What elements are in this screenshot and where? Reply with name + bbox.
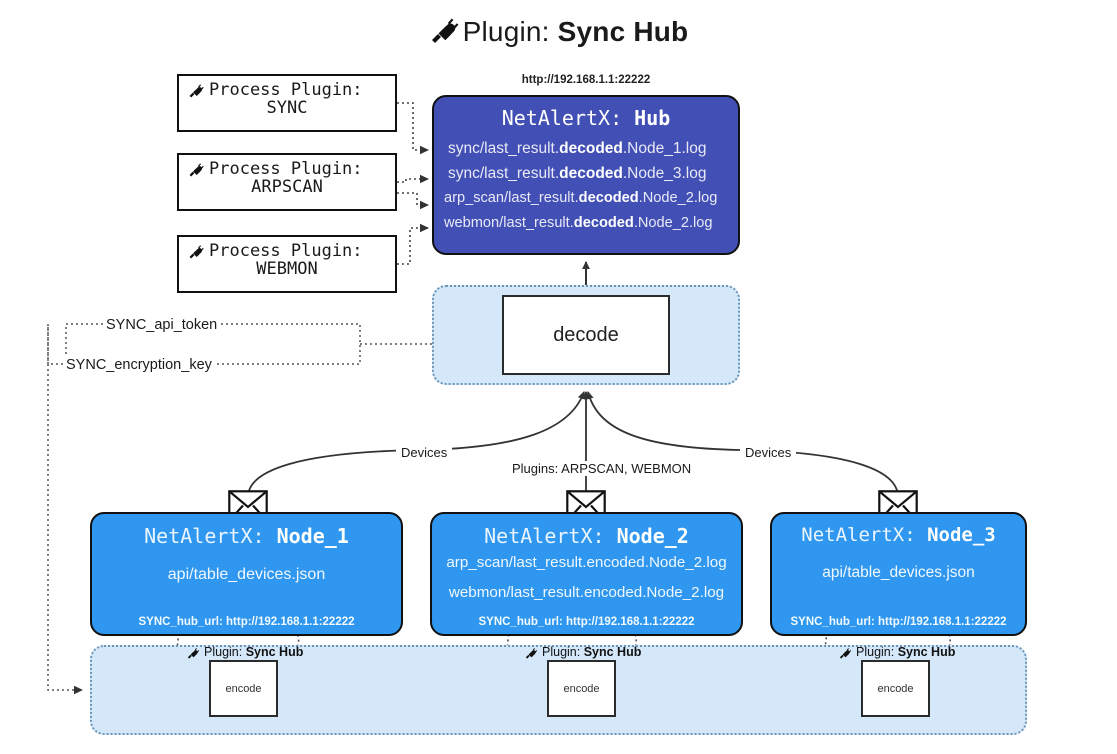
node-box-node-3[interactable]: NetAlertX: Node_3 api/table_devices.json… xyxy=(770,512,1027,636)
hub-log-line: sync/last_result.decoded.Node_1.log xyxy=(434,136,738,161)
process-plugin-webmon[interactable]: Process Plugin: WEBMON xyxy=(177,235,397,293)
node-title-prefix: NetAlertX: xyxy=(144,524,277,548)
decode-box[interactable]: decode xyxy=(502,295,670,375)
hub-log-post: .Node_2.log xyxy=(633,215,713,231)
process-plugin-line1: Process Plugin: xyxy=(209,159,363,179)
encode-caption-prefix: Plugin: xyxy=(542,645,584,659)
encode-box[interactable]: encode xyxy=(861,660,930,717)
hub-title: NetAlertX: Hub xyxy=(434,106,738,130)
label-sync-api-token: SYNC_api_token xyxy=(103,317,221,333)
hub-log-post: .Node_2.log xyxy=(638,190,718,206)
node-title: NetAlertX: Node_1 xyxy=(92,524,401,548)
hub-log-post: .Node_3.log xyxy=(622,165,707,182)
process-plugin-label: Process Plugin: xyxy=(179,241,395,261)
node-title: NetAlertX: Node_3 xyxy=(772,524,1025,546)
hub-log-pre: arp_scan/last_result. xyxy=(444,190,579,206)
process-plugin-line1: Process Plugin: xyxy=(209,80,363,100)
hub-log-line: webmon/last_result.decoded.Node_2.log xyxy=(434,211,738,236)
hub-log-mid: decoded xyxy=(573,215,634,231)
page-title-prefix: Plugin: xyxy=(462,16,558,47)
hub-log-pre: sync/last_result. xyxy=(448,165,560,182)
hub-log-mid: decoded xyxy=(559,140,623,157)
process-plugin-line2: WEBMON xyxy=(256,258,318,279)
page-title: Plugin: Sync Hub xyxy=(0,16,1117,51)
hub-log-line: arp_scan/last_result.decoded.Node_2.log xyxy=(434,186,738,211)
plug-icon xyxy=(189,245,204,259)
node-title-prefix: NetAlertX: xyxy=(801,524,928,546)
hub-log-pre: sync/last_result. xyxy=(448,140,560,157)
hub-log-mid: decoded xyxy=(578,190,639,206)
label-sync-encryption-key: SYNC_encryption_key xyxy=(63,357,215,373)
node-footer: SYNC_hub_url: http://192.168.1.1:22222 xyxy=(790,616,1007,628)
plug-icon xyxy=(839,648,852,659)
process-plugin-line1: Process Plugin: xyxy=(209,241,363,261)
page-title-name: Sync Hub xyxy=(557,16,689,47)
plug-icon xyxy=(187,648,200,659)
node-footer: SYNC_hub_url: http://192.168.1.1:22222 xyxy=(478,616,695,628)
encode-caption-name: Sync Hub xyxy=(583,645,642,659)
node-resource-line: api/table_devices.json xyxy=(167,566,326,583)
hub-title-name: Hub xyxy=(634,106,671,130)
plug-icon xyxy=(525,648,538,659)
plug-icon xyxy=(189,163,204,177)
hub-node[interactable]: NetAlertX: Hub sync/last_result.decoded.… xyxy=(432,95,740,255)
encode-caption: Plugin: Sync Hub xyxy=(186,645,303,659)
hub-title-prefix: NetAlertX: xyxy=(501,106,635,130)
edge-label-devices-left: Devices xyxy=(396,445,453,460)
hub-url: http://192.168.1.1:22222 xyxy=(521,74,651,86)
edge-label-devices-right: Devices xyxy=(740,445,797,460)
node-title-name: Node_2 xyxy=(616,524,689,548)
encode-caption-name: Sync Hub xyxy=(245,645,304,659)
encode-box[interactable]: encode xyxy=(547,660,616,717)
encode-box[interactable]: encode xyxy=(209,660,278,717)
node-resource-line: api/table_devices.json xyxy=(822,564,975,581)
node-title-prefix: NetAlertX: xyxy=(484,524,617,548)
node-box-node-2[interactable]: NetAlertX: Node_2 arp_scan/last_result.e… xyxy=(430,512,743,636)
encode-caption-name: Sync Hub xyxy=(897,645,956,659)
process-plugin-line2: ARPSCAN xyxy=(251,176,323,197)
hub-log-line: sync/last_result.decoded.Node_3.log xyxy=(434,161,738,186)
node-resource-line: webmon/last_result.encoded.Node_2.log xyxy=(448,584,725,601)
process-plugin-label: Process Plugin: xyxy=(179,80,395,100)
encode-caption-prefix: Plugin: xyxy=(856,645,898,659)
encode-caption-prefix: Plugin: xyxy=(204,645,246,659)
process-plugin-sync[interactable]: Process Plugin: SYNC xyxy=(177,74,397,132)
process-plugin-arpscan[interactable]: Process Plugin: ARPSCAN xyxy=(177,153,397,211)
hub-log-post: .Node_1.log xyxy=(622,140,707,157)
node-title-name: Node_1 xyxy=(276,524,349,548)
plug-icon xyxy=(429,16,459,51)
node-footer: SYNC_hub_url: http://192.168.1.1:22222 xyxy=(138,616,355,628)
node-resource-line: arp_scan/last_result.encoded.Node_2.log xyxy=(446,554,727,571)
node-title-name: Node_3 xyxy=(927,524,996,546)
node-title: NetAlertX: Node_2 xyxy=(432,524,741,548)
edge-label-plugins: Plugins: ARPSCAN, WEBMON xyxy=(507,461,697,476)
plug-icon xyxy=(189,84,204,98)
process-plugin-label: Process Plugin: xyxy=(179,159,395,179)
encode-caption: Plugin: Sync Hub xyxy=(524,645,641,659)
node-box-node-1[interactable]: NetAlertX: Node_1 api/table_devices.json… xyxy=(90,512,403,636)
hub-log-pre: webmon/last_result. xyxy=(444,215,574,231)
hub-log-mid: decoded xyxy=(559,165,623,182)
process-plugin-line2: SYNC xyxy=(266,97,308,118)
encode-caption: Plugin: Sync Hub xyxy=(838,645,955,659)
